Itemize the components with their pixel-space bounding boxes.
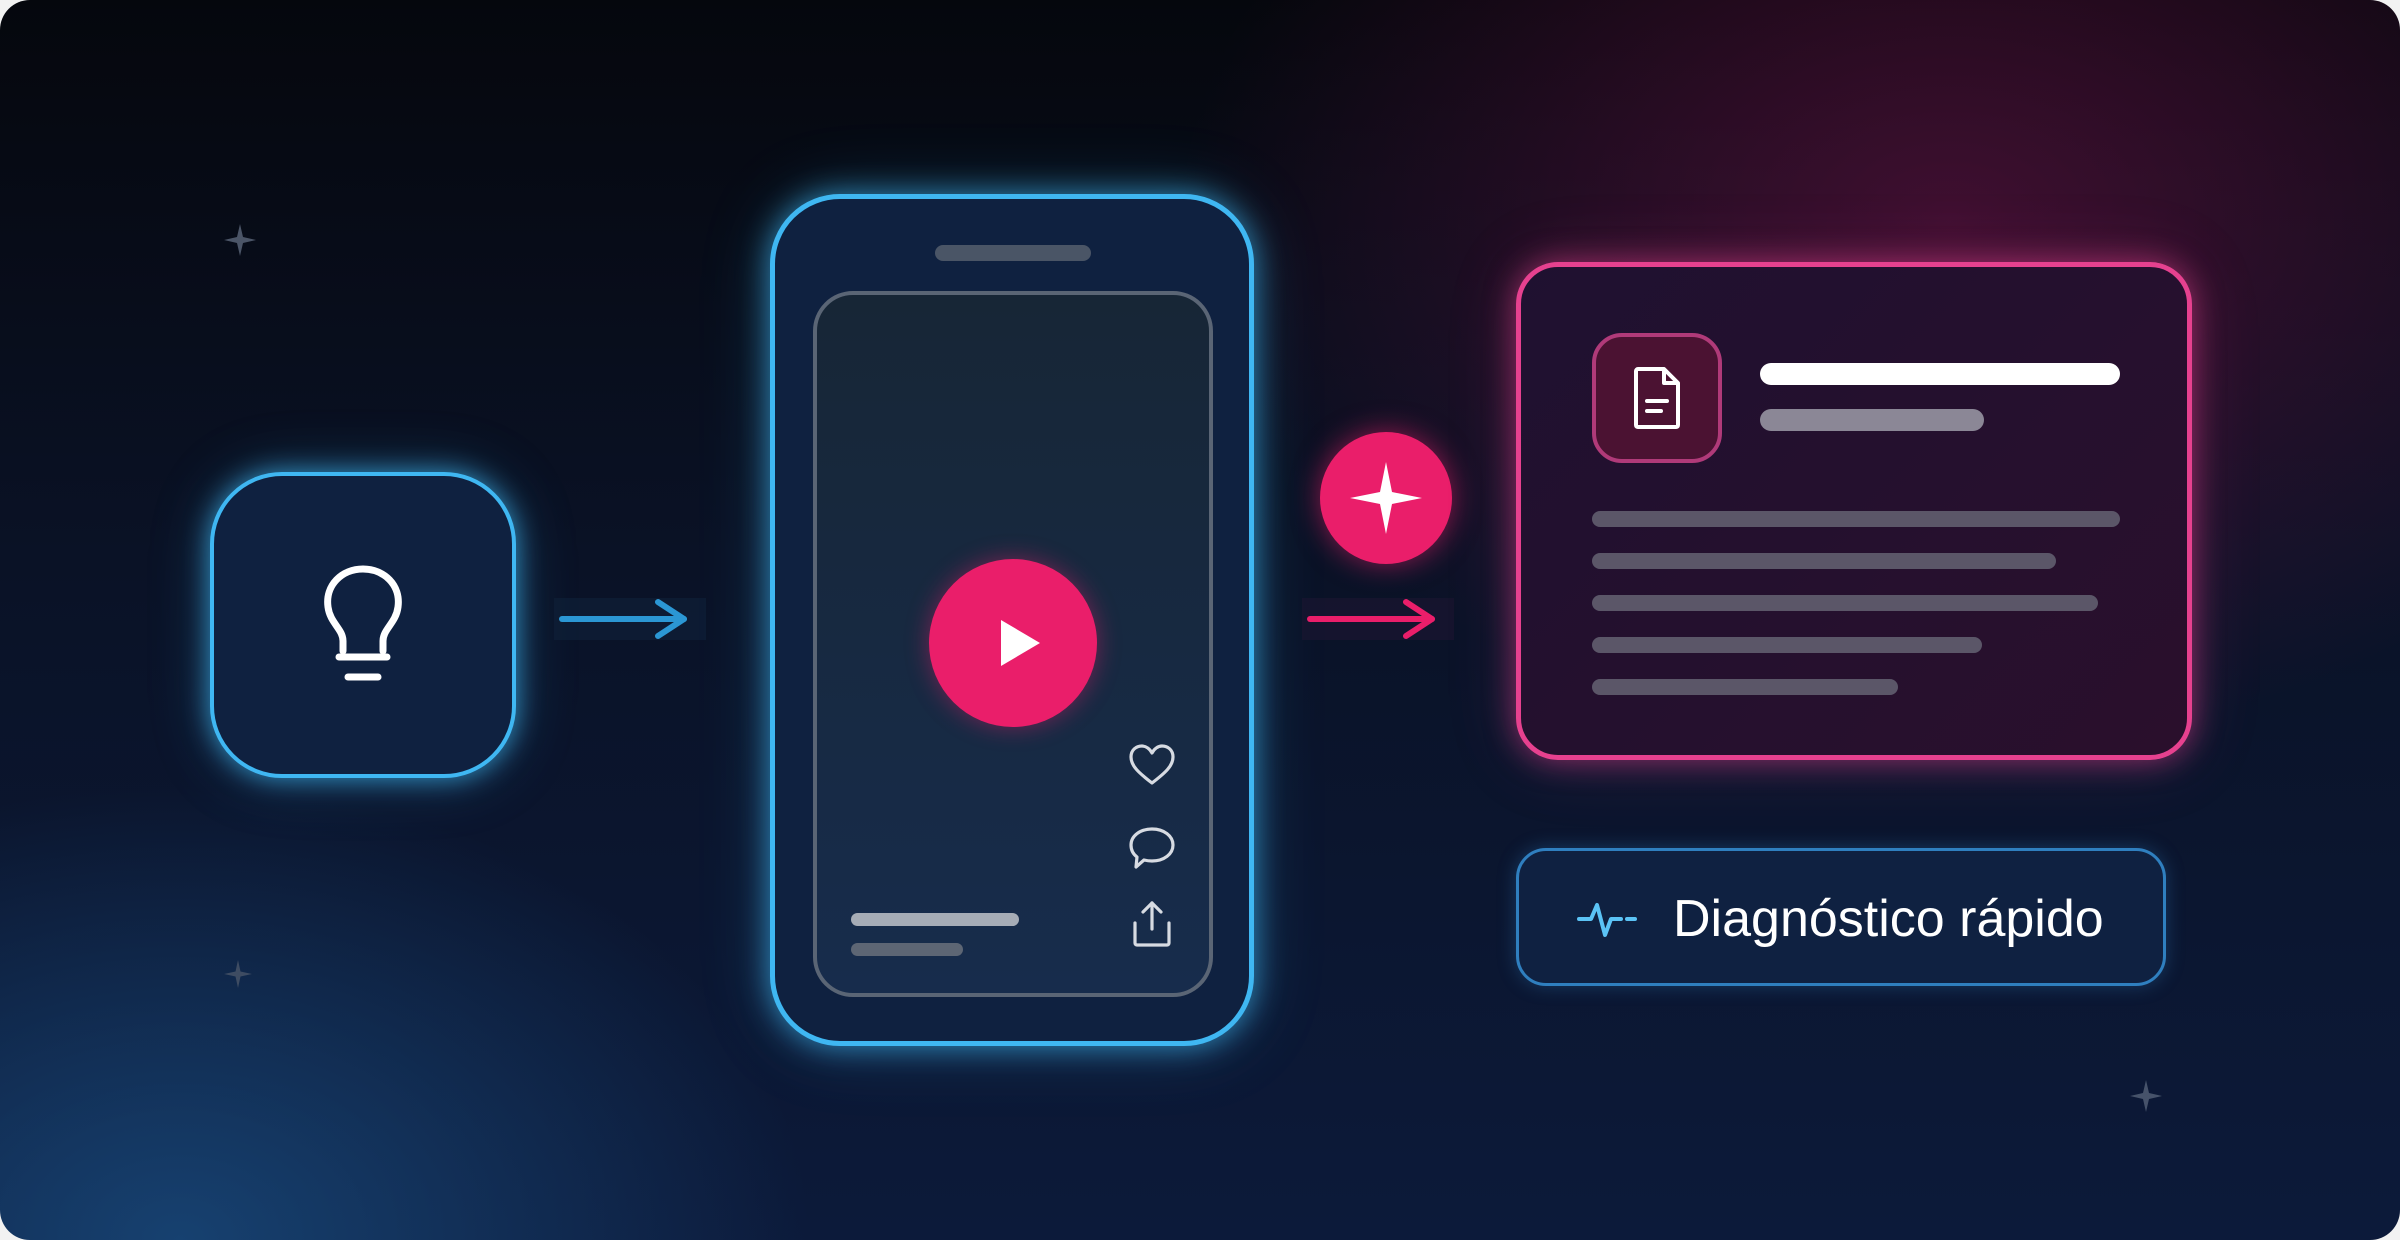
document-card <box>1516 262 2192 760</box>
arrow-right-icon <box>1302 598 1454 640</box>
title-placeholder-bar <box>1760 363 2120 385</box>
text-placeholder-line <box>1592 553 2056 569</box>
diagnostic-pill: Diagnóstico rápido <box>1516 848 2166 986</box>
share-icon[interactable] <box>1127 899 1177 949</box>
heart-icon[interactable] <box>1127 741 1177 791</box>
text-placeholder-line <box>1592 637 1982 653</box>
document-icon <box>1634 367 1680 429</box>
idea-box <box>210 472 516 778</box>
play-button[interactable] <box>929 559 1097 727</box>
arrow-right-icon <box>554 598 706 640</box>
text-placeholder-line <box>1592 511 2120 527</box>
caption-line <box>851 913 1019 926</box>
lightbulb-icon <box>324 565 402 681</box>
play-icon <box>1001 620 1040 666</box>
background-sparkle-icon <box>2130 1080 2162 1112</box>
phone-speaker <box>935 245 1091 261</box>
document-icon-box <box>1592 333 1722 463</box>
text-placeholder-line <box>1592 595 2098 611</box>
subtitle-placeholder-bar <box>1760 409 1984 431</box>
video-screen <box>813 291 1213 997</box>
background-sparkle-icon <box>224 224 256 256</box>
ai-badge <box>1320 432 1452 564</box>
phone-mockup <box>770 194 1254 1046</box>
background-sparkle-icon <box>224 960 252 988</box>
sparkle-icon <box>1350 462 1422 534</box>
comment-icon[interactable] <box>1127 823 1177 873</box>
diagnostic-label: Diagnóstico rápido <box>1673 890 2104 948</box>
caption-line <box>851 943 963 956</box>
text-placeholder-line <box>1592 679 1898 695</box>
pulse-icon <box>1577 903 1637 937</box>
